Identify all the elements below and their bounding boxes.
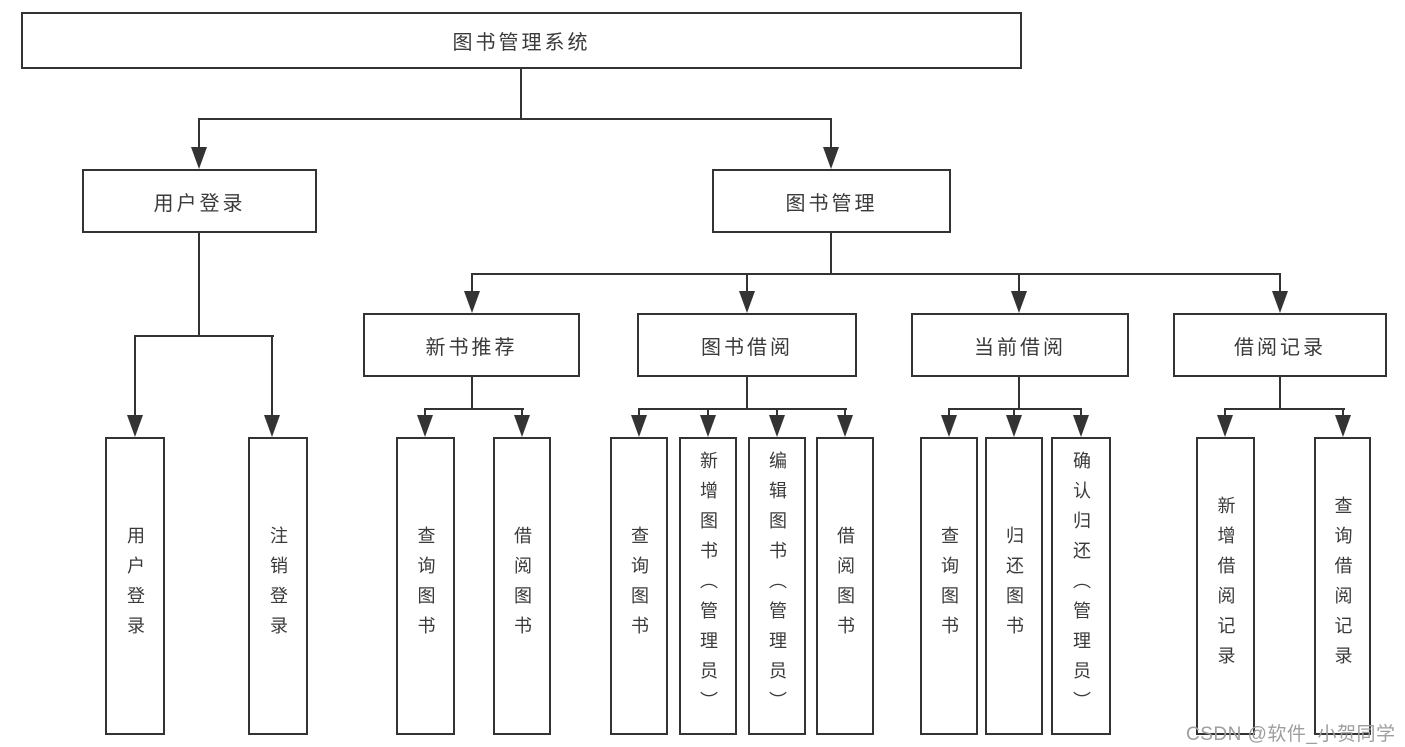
connector-line bbox=[1279, 273, 1281, 295]
connector-line bbox=[776, 408, 778, 420]
csdn-watermark: CSDN @软件_小贺同学 bbox=[1186, 724, 1396, 745]
node-label: 查询图书 bbox=[415, 526, 436, 646]
connector-line bbox=[844, 408, 846, 420]
arrow-down-icon bbox=[941, 415, 957, 437]
arrow-down-icon bbox=[127, 415, 143, 437]
arrow-down-icon bbox=[417, 415, 433, 437]
node-add-borrow-record: 新增借阅记录 bbox=[1196, 437, 1255, 735]
connector-line bbox=[1018, 377, 1020, 408]
connector-line bbox=[271, 335, 273, 420]
arrow-down-icon bbox=[700, 415, 716, 437]
arrow-down-icon bbox=[264, 415, 280, 437]
node-user-login-leaf: 用户登录 bbox=[105, 437, 165, 735]
node-query-books-recommend: 查询图书 bbox=[396, 437, 455, 735]
node-label: 图书借阅 bbox=[701, 336, 793, 359]
node-user-login: 用户登录 bbox=[82, 169, 317, 233]
connector-line bbox=[134, 335, 136, 420]
connector-line bbox=[471, 273, 473, 295]
node-label: 图书管理 bbox=[785, 192, 878, 215]
connector-line bbox=[1342, 408, 1344, 420]
node-query-borrow-record: 查询借阅记录 bbox=[1314, 437, 1371, 735]
node-edit-book-admin: 编辑图书（管理员） bbox=[748, 437, 806, 735]
node-borrow-books-recommend: 借阅图书 bbox=[493, 437, 551, 735]
node-confirm-return-admin: 确认归还（管理员） bbox=[1051, 437, 1111, 735]
node-label: 借阅图书 bbox=[835, 526, 855, 646]
arrow-down-icon bbox=[1006, 415, 1022, 437]
arrow-down-icon bbox=[514, 415, 530, 437]
node-label: 归还图书 bbox=[1004, 526, 1024, 646]
connector-line bbox=[198, 233, 200, 335]
node-book-borrow: 图书借阅 bbox=[637, 313, 857, 377]
node-label: 新书推荐 bbox=[425, 336, 518, 359]
node-label: 新增图书（管理员） bbox=[698, 451, 718, 721]
node-add-book-admin: 新增图书（管理员） bbox=[679, 437, 737, 735]
node-label: 查询图书 bbox=[939, 526, 959, 646]
node-label: 新增借阅记录 bbox=[1215, 496, 1236, 676]
arrow-down-icon bbox=[837, 415, 853, 437]
node-return-book: 归还图书 bbox=[985, 437, 1043, 735]
connector-line bbox=[707, 408, 709, 420]
arrow-down-icon bbox=[1272, 291, 1288, 313]
connector-line bbox=[1080, 408, 1082, 420]
connector-line bbox=[1013, 408, 1015, 420]
node-label: 确认归还（管理员） bbox=[1071, 451, 1091, 721]
connector-line bbox=[830, 233, 832, 273]
connector-line bbox=[638, 408, 847, 410]
node-borrow-book: 借阅图书 bbox=[816, 437, 874, 735]
connector-line bbox=[471, 273, 1281, 275]
arrow-down-icon bbox=[1011, 291, 1027, 313]
arrow-down-icon bbox=[464, 291, 480, 313]
node-label: 借阅图书 bbox=[512, 526, 532, 646]
node-label: 用户登录 bbox=[153, 192, 246, 215]
arrow-down-icon bbox=[631, 415, 647, 437]
connector-line bbox=[521, 408, 523, 420]
arrow-down-icon bbox=[1217, 415, 1233, 437]
arrow-down-icon bbox=[769, 415, 785, 437]
node-label: 借阅记录 bbox=[1234, 336, 1326, 359]
connector-line bbox=[948, 408, 950, 420]
connector-line bbox=[746, 377, 748, 408]
connector-line bbox=[198, 118, 832, 120]
arrow-down-icon bbox=[1335, 415, 1351, 437]
node-label: 查询图书 bbox=[629, 526, 649, 646]
connector-line bbox=[1224, 408, 1345, 410]
node-query-books-borrow: 查询图书 bbox=[610, 437, 668, 735]
arrow-down-icon bbox=[1073, 415, 1089, 437]
connector-line bbox=[471, 377, 473, 408]
connector-line bbox=[948, 408, 1082, 410]
connector-line bbox=[1018, 273, 1020, 295]
node-new-book-recommend: 新书推荐 bbox=[363, 313, 580, 377]
connector-line bbox=[424, 408, 426, 420]
connector-line bbox=[830, 118, 832, 152]
node-label: 注销登录 bbox=[268, 526, 288, 646]
node-label: 用户登录 bbox=[125, 526, 145, 646]
node-borrow-records: 借阅记录 bbox=[1173, 313, 1387, 377]
node-label: 图书管理系统 bbox=[452, 32, 591, 54]
node-label: 编辑图书（管理员） bbox=[767, 451, 787, 721]
connector-line bbox=[520, 69, 522, 118]
connector-line bbox=[1279, 377, 1281, 408]
arrow-down-icon bbox=[739, 291, 755, 313]
node-library-management-system: 图书管理系统 bbox=[21, 12, 1022, 69]
node-label: 当前借阅 bbox=[974, 336, 1066, 359]
connector-line bbox=[1224, 408, 1226, 420]
connector-line bbox=[134, 335, 274, 337]
connector-line bbox=[424, 408, 524, 410]
node-query-books-current: 查询图书 bbox=[920, 437, 978, 735]
arrow-down-icon bbox=[191, 147, 207, 169]
connector-line bbox=[638, 408, 640, 420]
node-logout: 注销登录 bbox=[248, 437, 308, 735]
node-label: 查询借阅记录 bbox=[1332, 496, 1353, 676]
connector-line bbox=[746, 273, 748, 295]
node-current-borrow: 当前借阅 bbox=[911, 313, 1129, 377]
arrow-down-icon bbox=[823, 147, 839, 169]
node-book-management: 图书管理 bbox=[712, 169, 951, 233]
connector-line bbox=[198, 118, 200, 152]
